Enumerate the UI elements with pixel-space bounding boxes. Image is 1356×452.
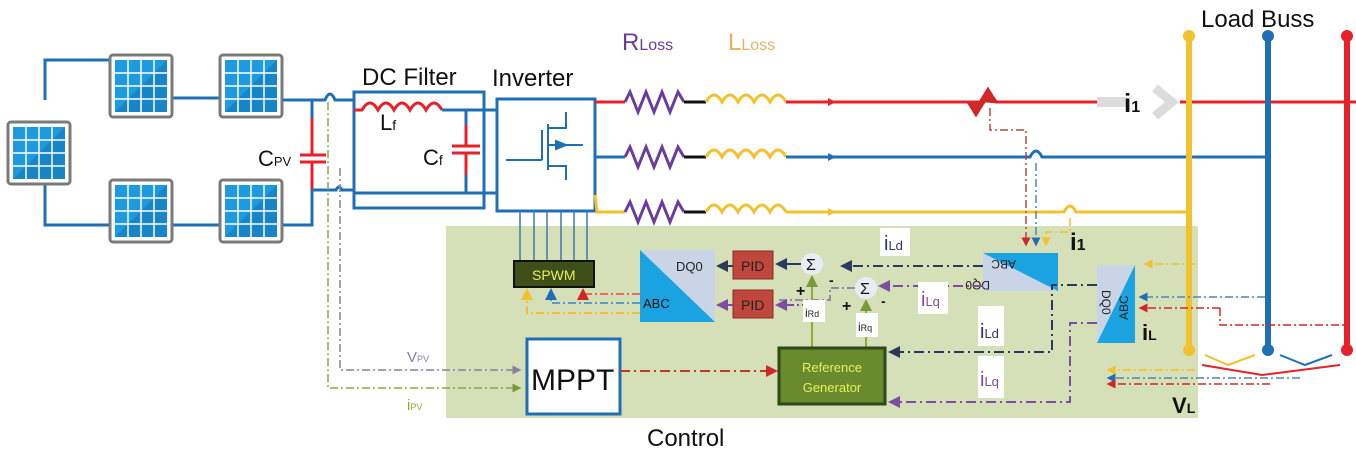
inverter-label: Inverter: [492, 65, 573, 92]
svg-text:ABC: ABC: [991, 257, 1016, 271]
solar-panel-icon: [218, 178, 284, 244]
irq-label: iRq: [858, 320, 872, 334]
svg-text:MPPT: MPPT: [531, 364, 614, 397]
cf-label: Cf: [423, 145, 443, 170]
load-buss-label: Load Buss: [1201, 6, 1314, 33]
solar-panel-icon: [218, 53, 284, 119]
svg-text:DQ0: DQ0: [676, 259, 703, 274]
dc-filter-label: DC Filter: [362, 64, 457, 91]
mppt-block: MPPT: [525, 337, 622, 416]
ird-label: iRd: [805, 306, 819, 320]
spwm-block: SPWM: [513, 260, 595, 288]
solar-panel-icon: [108, 53, 174, 119]
vpv-label: VPV: [407, 349, 429, 366]
ilq-bottom-label: iLq: [980, 369, 999, 391]
svg-text:ABC: ABC: [643, 296, 670, 311]
phase-a-line: [595, 86, 1356, 118]
i1-control-label: i1: [1070, 229, 1086, 256]
pid-controller-q: PID: [732, 289, 774, 319]
solar-panel-icon: [6, 120, 72, 186]
cpv-capacitor-icon: [300, 118, 326, 190]
gate-signal-lines: [519, 211, 588, 262]
mosfet-icon: [506, 112, 583, 180]
inverter-box: [495, 97, 597, 213]
abc-to-dq0-transform-right: DQ0 ABC: [1097, 265, 1135, 343]
svg-text:ABC: ABC: [1117, 295, 1131, 320]
svg-text:PID: PID: [741, 297, 764, 313]
control-label: Control: [647, 425, 724, 452]
pid-controller-d: PID: [732, 250, 774, 280]
ild-bottom-label: iLd: [980, 321, 999, 343]
svg-text:DQ0: DQ0: [1099, 290, 1113, 315]
phase-b-line: [595, 142, 1268, 172]
sum-minus-q: -: [881, 293, 886, 309]
svg-text:PID: PID: [741, 258, 764, 274]
reference-generator-block: Reference Generator: [777, 346, 887, 406]
sum-plus-q: +: [842, 298, 851, 315]
dc-filter-box: [352, 90, 486, 210]
svg-text:SPWM: SPWM: [532, 267, 576, 283]
svg-text:Σ: Σ: [860, 281, 870, 298]
ilq-top-label: iLq: [921, 289, 940, 311]
lf-inductor-icon: [354, 101, 444, 114]
abc-to-dq0-transform-mid: ABC DQ0: [965, 253, 1058, 292]
lf-label: Lf: [380, 110, 396, 135]
i1-current-arrow-icon: [1097, 84, 1180, 120]
sum-plus-d: +: [796, 283, 805, 300]
svg-text:Generator: Generator: [803, 380, 862, 395]
load-connection: [1201, 354, 1341, 377]
i1-main-label: i1: [1124, 88, 1140, 118]
sum-minus-d: -: [829, 272, 834, 288]
ild-top-label: iLd: [884, 233, 903, 255]
solar-panel-icon: [108, 178, 174, 244]
phase-c-line: [593, 194, 1186, 227]
il-label: iL: [1142, 320, 1157, 345]
ipv-label: iPV: [407, 397, 422, 414]
dq0-to-abc-transform: DQ0 ABC: [640, 250, 715, 322]
sum-junction-d: [801, 253, 823, 275]
sum-junction-q: [855, 277, 877, 299]
cpv-label: CPV: [258, 146, 292, 171]
lloss-label: LLoss: [728, 29, 775, 56]
rloss-label: RLoss: [622, 29, 673, 56]
pv-array: [6, 53, 314, 244]
svg-text:Σ: Σ: [806, 257, 816, 274]
svg-text:Reference: Reference: [802, 360, 862, 375]
vl-label: VL: [1172, 393, 1196, 418]
